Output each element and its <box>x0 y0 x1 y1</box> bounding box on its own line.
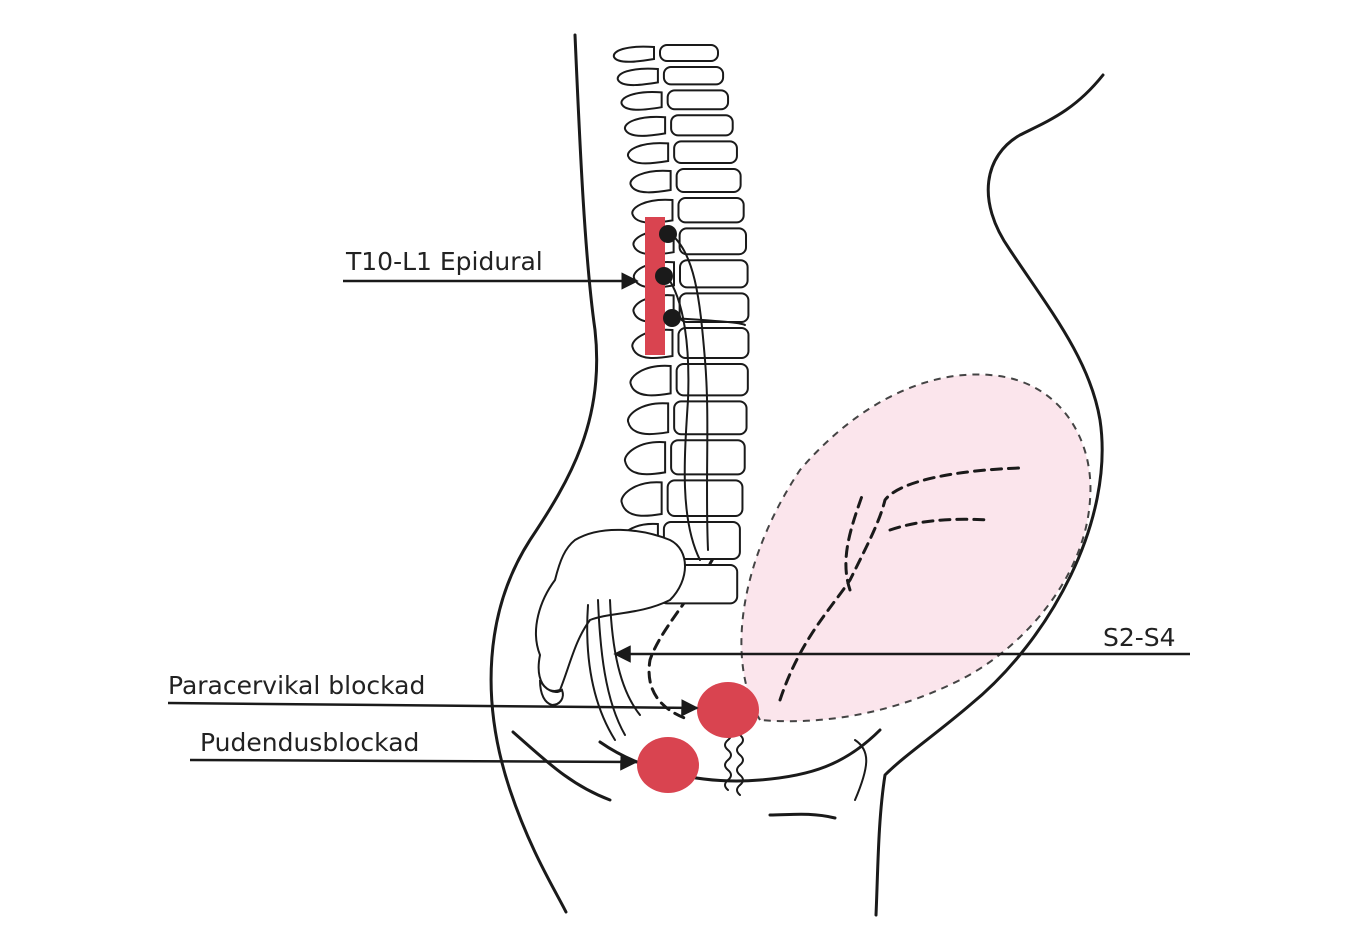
spinal-nerve-2 <box>665 274 701 561</box>
vertebra-process <box>624 441 667 476</box>
paracervical-block-site <box>697 682 759 738</box>
vertebra-process <box>624 115 667 137</box>
spine <box>534 44 750 707</box>
vertebra-body <box>678 292 750 323</box>
pudendal-block-site <box>637 737 699 793</box>
spinal-nerve-1 <box>667 231 709 551</box>
uterine-nerve-main <box>778 466 1022 702</box>
body-back-outline <box>489 33 599 914</box>
s2s4-label: S2-S4 <box>1103 623 1176 652</box>
leg-contour <box>854 739 868 801</box>
nerve-root-dot-3 <box>663 309 681 327</box>
pudendal-nerve-wavy <box>724 729 732 791</box>
vertebra-body <box>666 89 730 111</box>
vertebra-body <box>678 227 748 256</box>
coccyx <box>539 679 564 707</box>
vertebra-body <box>673 400 748 436</box>
epidural-label: T10-L1 Epidural <box>345 247 543 276</box>
vertebra-process <box>627 142 670 165</box>
vertebra-body <box>677 197 745 224</box>
pudendus-label: Pudendusblockad <box>200 728 419 757</box>
vertebra-process <box>629 169 672 194</box>
belly-outline <box>874 73 1105 917</box>
nerve-root-dot-2 <box>655 267 673 285</box>
pudendal-nerve-wavy-2 <box>736 734 744 796</box>
uterine-nerve-branch-1 <box>888 517 992 532</box>
vertebra-process <box>627 402 670 436</box>
vertebra-body <box>675 363 749 397</box>
sacral-nerve-1 <box>597 599 626 736</box>
epidural-block-zone <box>645 217 665 355</box>
buttock-contour <box>511 730 612 802</box>
vertebra-body <box>662 66 725 86</box>
vertebra-process <box>629 364 672 397</box>
vertebra-body <box>670 114 734 137</box>
vertebra-body <box>677 327 750 359</box>
uterine-nerve-branch-2 <box>844 494 864 592</box>
nerve-root-dot-1 <box>659 225 677 243</box>
vertebra-process <box>616 67 659 87</box>
vertebra-body <box>673 140 738 164</box>
vertebra-process <box>620 91 663 111</box>
vertebra-body <box>659 44 719 62</box>
vertebra-process <box>620 481 663 517</box>
paracervical-label: Paracervikal blockad <box>168 671 425 700</box>
sacral-nerve-2 <box>586 604 616 741</box>
sacral-nerve-3 <box>609 599 641 716</box>
uterus <box>740 373 1092 723</box>
vertebra-body <box>675 168 742 193</box>
thigh-contour <box>768 812 837 820</box>
paracervical-pointer <box>167 699 699 717</box>
vertebra-process <box>612 45 655 63</box>
vertebra-body <box>666 479 744 517</box>
pudendus-pointer <box>189 753 638 771</box>
vertebra-body <box>679 259 749 289</box>
